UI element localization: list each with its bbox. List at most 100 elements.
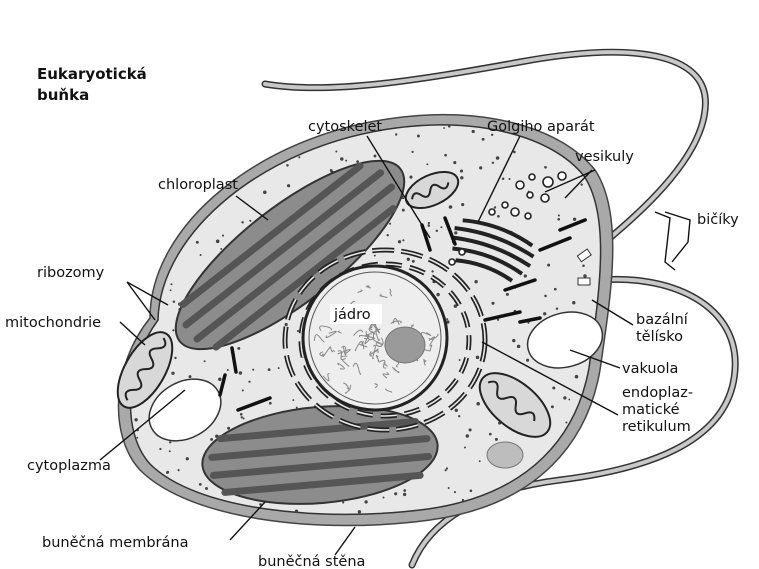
ribosome-dot bbox=[428, 222, 430, 224]
ribosome-dot bbox=[374, 255, 376, 257]
ribosome-dot bbox=[364, 500, 367, 503]
vesicle bbox=[527, 192, 533, 198]
ribosome-dot bbox=[402, 239, 404, 241]
label-ribozomy: ribozomy bbox=[37, 265, 105, 281]
vesicle bbox=[558, 172, 566, 180]
ribosome-dot bbox=[216, 240, 220, 244]
label-jadro: jádro bbox=[333, 307, 371, 323]
ribosome-dot bbox=[394, 492, 397, 495]
ribosome-dot bbox=[278, 367, 280, 369]
ribosome-dot bbox=[417, 135, 420, 138]
ribosome-dot bbox=[479, 166, 482, 169]
ribosome-dot bbox=[573, 218, 576, 221]
label-bazalni-line1: bazální bbox=[636, 312, 689, 328]
ribosome-dot bbox=[218, 377, 222, 381]
ribosome-dot bbox=[407, 258, 410, 261]
label-vakuola: vakuola bbox=[622, 361, 678, 377]
ribosome-dot bbox=[491, 302, 494, 305]
ribosome-dot bbox=[436, 293, 439, 296]
ribosome-dot bbox=[557, 218, 560, 221]
ribosome-dot bbox=[563, 396, 566, 399]
ribosome-dot bbox=[446, 318, 448, 320]
label-chloroplast: chloroplast bbox=[158, 177, 238, 193]
ribosome-dot bbox=[469, 428, 472, 431]
ribosome-dot bbox=[335, 151, 337, 153]
ribosome-dot bbox=[517, 345, 521, 349]
ribosome-dot bbox=[426, 163, 428, 165]
ribosome-dot bbox=[526, 359, 529, 362]
ribosome-dot bbox=[252, 369, 254, 371]
ribosome-dot bbox=[470, 489, 473, 492]
ribosome-dot bbox=[136, 437, 138, 439]
ribosome-dot bbox=[295, 509, 298, 512]
ribosome-dot bbox=[205, 487, 208, 490]
ribosome-dot bbox=[389, 223, 391, 225]
ribosome-dot bbox=[285, 323, 288, 326]
ribosome-dot bbox=[171, 372, 174, 375]
ribosome-dot bbox=[482, 138, 485, 141]
ribosome-dot bbox=[524, 274, 527, 277]
ribosome-dot bbox=[345, 160, 347, 162]
ribosome-dot bbox=[476, 356, 480, 360]
ribosome-dot bbox=[286, 164, 289, 167]
ribosome-dot bbox=[134, 418, 137, 421]
ribosome-dot bbox=[460, 176, 463, 179]
label-golgi: Golgiho aparát bbox=[487, 119, 595, 135]
ribosome-dot bbox=[412, 260, 415, 263]
ribosome-dot bbox=[242, 389, 244, 391]
ribosome-dot bbox=[222, 235, 224, 237]
ribosome-dot bbox=[340, 157, 343, 160]
ribosome-dot bbox=[489, 433, 492, 436]
label-bazalni-line2: tělísko bbox=[636, 329, 683, 345]
vesicle bbox=[516, 181, 524, 189]
ribosome-dot bbox=[552, 386, 555, 389]
ribosome-dot bbox=[166, 472, 168, 474]
ribosome-dot bbox=[386, 234, 388, 236]
ribosome-dot bbox=[460, 169, 463, 172]
ribosome-dot bbox=[454, 231, 457, 234]
ribosome-dot bbox=[556, 307, 558, 309]
ribosome-dot bbox=[495, 438, 498, 441]
nucleolus bbox=[385, 327, 425, 363]
ribosome-dot bbox=[455, 409, 458, 412]
ribosome-dot bbox=[476, 402, 480, 406]
ribosome-dot bbox=[178, 469, 180, 471]
label-cytoskelet: cytoskelet bbox=[308, 119, 382, 135]
ribosome-dot bbox=[436, 230, 438, 232]
ribosome-dot bbox=[428, 224, 431, 227]
ribosome-dot bbox=[512, 339, 515, 342]
ribosome-dot bbox=[356, 160, 359, 163]
vesicle bbox=[529, 174, 535, 180]
ribosome-dot bbox=[383, 497, 385, 499]
ribosome-dot bbox=[172, 329, 174, 331]
ribosome-dot bbox=[449, 205, 453, 209]
ribosome-dot bbox=[241, 221, 243, 223]
ribosome-dot bbox=[358, 510, 361, 513]
ribosome-dot bbox=[237, 347, 240, 350]
ribosome-dot bbox=[558, 214, 560, 216]
ribosome-dot bbox=[171, 283, 173, 285]
ribosome-dot bbox=[508, 178, 510, 180]
ribosome-dot bbox=[403, 493, 406, 496]
label-er-line3: retikulum bbox=[622, 419, 691, 435]
label-er-line1: endoplaz- bbox=[622, 385, 693, 401]
ribosome-dot bbox=[411, 151, 413, 153]
ribosome-dot bbox=[204, 360, 206, 362]
ribosome-dot bbox=[395, 133, 397, 135]
label-mitochondrie: mitochondrie bbox=[5, 315, 101, 331]
ribosome-dot bbox=[466, 434, 469, 437]
ribosome-dot bbox=[173, 300, 175, 302]
label-er-line2: matické bbox=[622, 402, 680, 418]
ribosome-dot bbox=[398, 240, 401, 243]
ribosome-dot bbox=[268, 368, 271, 371]
ribosome-dot bbox=[506, 293, 509, 296]
ribosome-dot bbox=[459, 359, 461, 361]
ribosome-dot bbox=[474, 280, 477, 283]
ribosome-dot bbox=[448, 487, 450, 489]
ribosome-dot bbox=[403, 489, 406, 492]
ribosome-dot bbox=[544, 166, 547, 169]
ribosome-dot bbox=[220, 248, 222, 250]
label-cytoplazma: cytoplazma bbox=[27, 458, 111, 474]
ribosome-dot bbox=[199, 483, 202, 486]
